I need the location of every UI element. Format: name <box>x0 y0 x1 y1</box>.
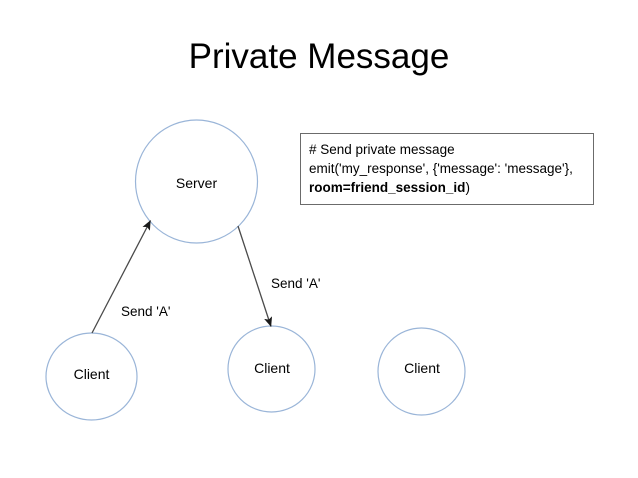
code-callout-box: # Send private message emit('my_response… <box>300 133 594 205</box>
node-client-right-circle <box>377 327 466 416</box>
code-closing-paren: ) <box>465 180 470 195</box>
code-line-comment: # Send private message <box>309 142 455 157</box>
node-client-mid-label: Client <box>254 360 290 376</box>
code-line-room: room=friend_session_id) <box>309 178 593 197</box>
edge-client-left-to-server <box>91 220 152 334</box>
node-client-left-label: Client <box>73 366 110 382</box>
edge-server-to-client-mid <box>237 225 273 327</box>
edge-label-client-left-to-server: Send 'A' <box>121 304 171 319</box>
code-line-emit: emit('my_response', {'message': 'message… <box>309 161 573 176</box>
node-server-label: Server <box>175 175 218 191</box>
node-client-right-label: Client <box>404 360 440 376</box>
node-server-circle <box>134 119 259 244</box>
code-room-kwarg: room=friend_session_id <box>309 180 466 195</box>
edge-label-server-to-client-mid: Send 'A' <box>271 276 321 291</box>
page-title: Private Message <box>188 37 450 76</box>
node-client-left-circle <box>45 332 138 421</box>
